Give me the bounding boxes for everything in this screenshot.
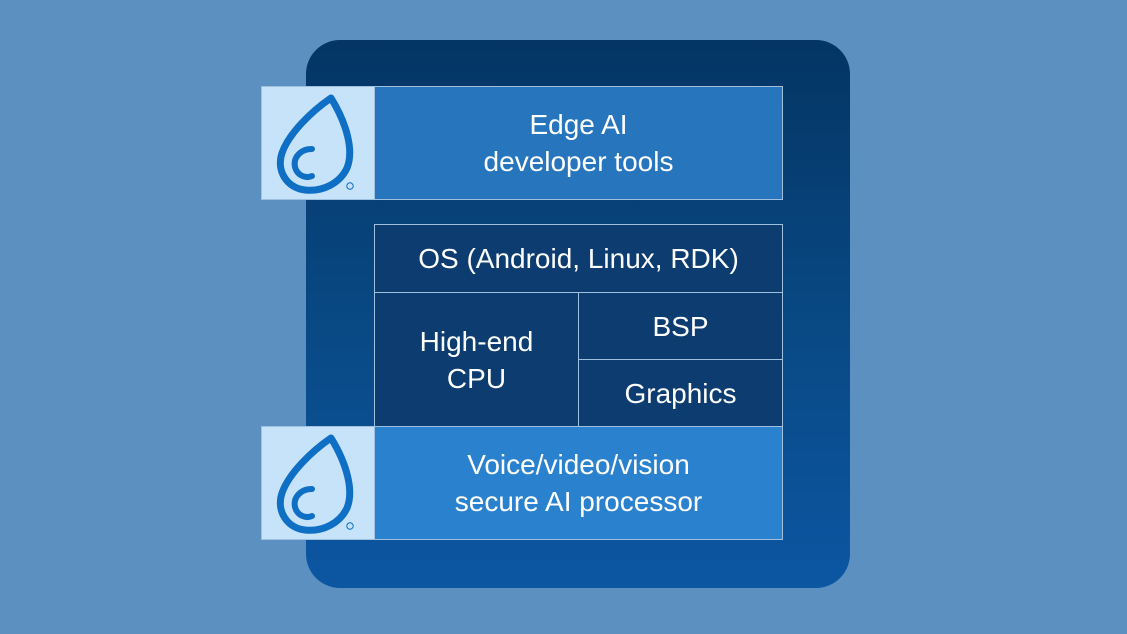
droplet-logo-icon	[277, 434, 354, 534]
os-label: OS (Android, Linux, RDK)	[418, 243, 739, 274]
bsp-label: BSP	[652, 310, 709, 342]
edge-ai-developer-tools-block: Edge AI developer tools	[374, 86, 783, 200]
edge-ai-developer-tools-label: Edge AI developer tools	[483, 109, 674, 177]
secure-ai-processor-block: Voice/video/vision secure AI processor	[374, 426, 783, 540]
high-end-cpu-block: High-end CPU	[374, 292, 579, 427]
logo-top	[261, 86, 375, 200]
logo-bottom	[261, 426, 375, 540]
droplet-logo-icon	[277, 94, 354, 194]
graphics-block: Graphics	[578, 359, 783, 427]
high-end-cpu-label: High-end CPU	[419, 325, 534, 394]
bsp-block: BSP	[578, 292, 783, 360]
secure-ai-processor-label: Voice/video/vision secure AI processor	[454, 449, 703, 517]
graphics-label: Graphics	[624, 377, 737, 409]
os-block: OS (Android, Linux, RDK)	[374, 224, 783, 293]
